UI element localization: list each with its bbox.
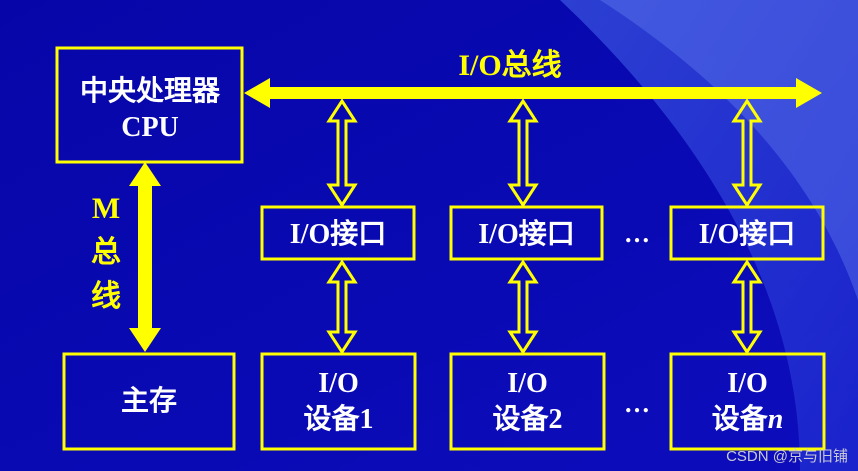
io-device-box-3 [669,352,826,451]
io-device-box-2 [449,352,606,451]
io-columns: I/O接口 I/O 设备1 I/O接口 I/O 设备2 I/O接口 I/O 设备n [260,98,826,451]
cpu-label-line1: 中央处理器 [80,75,221,107]
io-interface-box-1 [260,205,416,261]
bus-to-interface-arrow-1 [326,98,358,208]
io-device-label-line2-1: 设备1 [303,403,373,435]
m-bus-arrow [129,162,161,352]
ellipsis-interfaces: … [624,219,650,248]
io-interface-label-3: I/O接口 [699,218,795,250]
main-memory-box [62,352,236,451]
bus-to-interface-arrow-2 [507,98,539,208]
m-bus-label-m: M [92,192,120,225]
io-device-label-line2-3: 设备n [712,403,784,435]
io-device-label-line1-2: I/O [507,368,547,399]
io-device-label-line1-3: I/O [727,368,767,399]
io-bus-label: I/O总线 [458,49,561,82]
bus-to-interface-arrow-3 [731,98,763,208]
io-interface-box-2 [449,205,604,261]
io-device-label-line2-2: 设备2 [492,403,562,435]
decorative-swoosh-highlight [600,0,858,300]
m-bus-label-char1: 总 [91,236,121,269]
interface-to-device-arrow-1 [326,259,358,355]
interface-to-device-arrow-3 [731,259,763,355]
cpu-box [55,46,244,164]
io-interface-box-3 [669,205,825,261]
watermark: CSDN @京与旧铺 [726,448,848,465]
interface-to-device-arrow-2 [507,259,539,355]
ellipsis-devices: … [624,389,650,418]
io-device-box-1 [260,352,417,451]
m-bus-label-char2: 线 [91,280,121,313]
io-interface-label-1: I/O接口 [290,218,386,250]
io-device-label-line1-1: I/O [318,368,358,399]
cpu-label-line2: CPU [121,112,179,143]
io-interface-label-2: I/O接口 [478,218,574,250]
main-memory-label: 主存 [121,384,177,417]
io-bus-arrow [244,78,822,108]
decorative-swoosh [560,0,858,471]
